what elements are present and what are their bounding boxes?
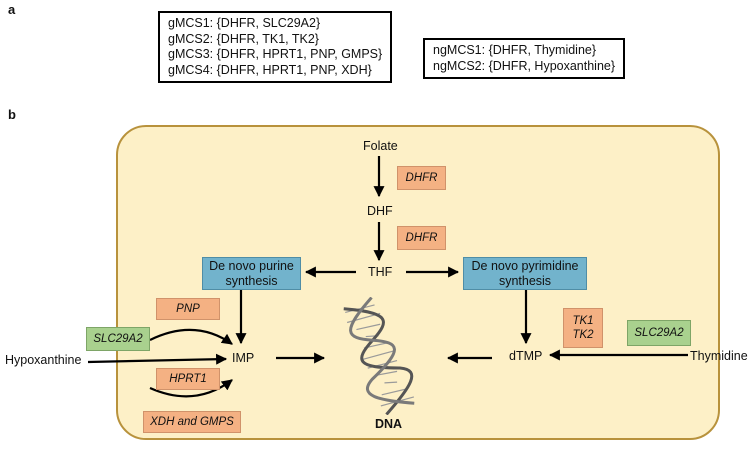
enzyme-tk1-tk2: TK1 TK2 — [563, 308, 603, 348]
gmcs-item: gMCS3: {DHFR, HPRT1, PNP, GMPS} — [168, 47, 383, 61]
pathway-pyrimidine-line2: synthesis — [498, 273, 552, 288]
gmcs-item: gMCS4: {DHFR, HPRT1, PNP, XDH} — [168, 62, 372, 77]
metabolite-hypoxanthine: Hypoxanthine — [5, 353, 82, 367]
dna-label: DNA — [375, 417, 403, 431]
enzyme-tk2: TK2 — [572, 329, 594, 341]
pathway-de-novo-purine: De novo purine synthesis — [202, 257, 301, 290]
gmcs-list-box: gMCS1: {DHFR, SLC29A2} gMCS2: {DHFR, TK1… — [158, 11, 393, 83]
transporter-slc29a2-right: SLC29A2 — [627, 320, 691, 346]
gmcs-item: gMCS2: {DHFR, TK1, TK2} — [168, 31, 319, 46]
panel-a-letter: a — [8, 2, 16, 17]
arrow-pnp-curve — [149, 328, 233, 345]
metabolite-dhf: DHF — [367, 204, 393, 218]
enzyme-hprt1: HPRT1 — [156, 368, 220, 390]
metabolite-thymidine: Thymidine — [690, 349, 748, 363]
ngmcs-item: ngMCS1: {DHFR, Thymidine} — [433, 43, 597, 57]
arrow-hprt1-curve — [149, 379, 233, 398]
enzyme-tk1: TK1 — [572, 315, 594, 327]
ngmcs-item: ngMCS2: {DHFR, Hypoxanthine} — [433, 58, 616, 73]
metabolite-dtmp: dTMP — [509, 349, 543, 363]
transporter-slc29a2-left: SLC29A2 — [86, 327, 150, 351]
dna-helix-image — [343, 297, 415, 415]
enzyme-xdh-gmps: XDH and GMPS — [143, 411, 241, 433]
metabolite-imp: IMP — [232, 351, 255, 365]
enzyme-pnp: PNP — [156, 298, 220, 320]
metabolite-thf: THF — [368, 265, 393, 279]
panel-b-letter: b — [8, 107, 16, 122]
pathway-purine-line1: De novo purine — [209, 258, 294, 273]
metabolite-folate: Folate — [363, 139, 398, 153]
gmcs-item: gMCS1: {DHFR, SLC29A2} — [168, 16, 321, 30]
enzyme-dhfr-lower: DHFR — [397, 226, 446, 250]
ngmcs-list-box: ngMCS1: {DHFR, Thymidine} ngMCS2: {DHFR,… — [423, 38, 626, 79]
pathway-purine-line2: synthesis — [225, 273, 278, 288]
arrow-hypoxanthine-in — [87, 353, 228, 365]
pathway-pyrimidine-line1: De novo pyrimidine — [471, 258, 579, 273]
enzyme-dhfr-upper: DHFR — [397, 166, 446, 190]
pathway-de-novo-pyrimidine: De novo pyrimidine synthesis — [463, 257, 587, 290]
